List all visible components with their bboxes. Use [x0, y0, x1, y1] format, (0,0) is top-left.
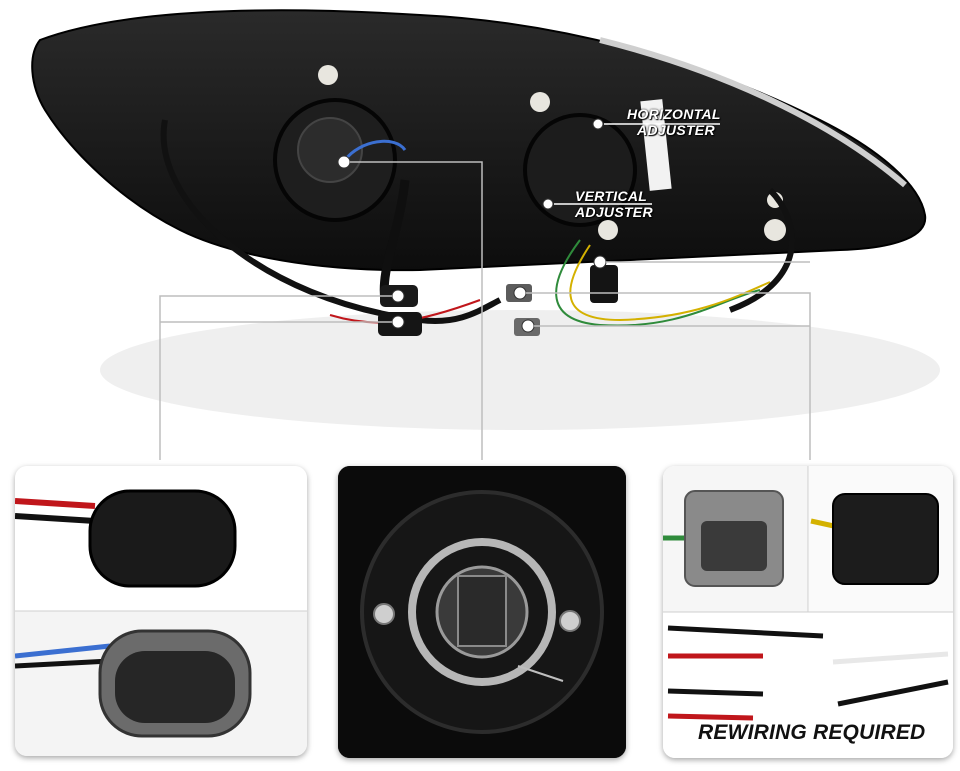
callout-dot: [337, 155, 351, 169]
wire-yellow: [569, 244, 771, 322]
wire-black: [15, 513, 96, 524]
wire-harness: [160, 119, 502, 324]
peg: [598, 220, 618, 240]
callout-lines: [159, 123, 811, 460]
housing-body: [31, 9, 927, 272]
wire-harness: [728, 187, 796, 313]
wire-black: [667, 625, 824, 639]
connector-closeup-panel-left: [15, 466, 307, 756]
wire-blue: [15, 643, 111, 659]
floor-reflection: [100, 310, 940, 430]
rewiring-panel: REWIRING REQUIRED: [663, 466, 953, 758]
peg: [318, 65, 338, 85]
peg: [764, 219, 786, 241]
wire-blue: [343, 139, 407, 161]
connector: [590, 265, 618, 303]
callout-dot: [521, 319, 535, 333]
wire-black: [667, 688, 764, 697]
callout-dot: [513, 286, 527, 300]
wire-red: [15, 498, 96, 509]
horizontal-adjuster-label: HORIZONTAL ADJUSTER: [627, 106, 721, 138]
chrome-trim: [599, 37, 907, 188]
callout-dot: [391, 289, 405, 303]
callout-dot: [593, 255, 607, 269]
callout-dot: [391, 315, 405, 329]
headlight-rear-view: [31, 9, 940, 460]
peg: [530, 92, 550, 112]
callout-dot: [592, 118, 604, 130]
black-connector: [88, 489, 237, 588]
vertical-adjuster-label: VERTICAL ADJUSTER: [575, 188, 653, 220]
callout-dot: [542, 198, 554, 210]
wire-green: [555, 239, 761, 327]
socket-screw: [559, 610, 581, 632]
socket-screw: [373, 603, 395, 625]
bulb-base: [297, 117, 363, 183]
wire-black: [837, 679, 949, 707]
bulb-socket-closeup-panel: [338, 466, 626, 758]
wire-black: [15, 658, 111, 669]
black-connector: [832, 493, 939, 585]
label-sticker: [640, 99, 672, 191]
wire-red: [667, 713, 754, 721]
rewiring-required-caption: REWIRING REQUIRED: [698, 721, 926, 744]
wire-white: [832, 651, 949, 665]
